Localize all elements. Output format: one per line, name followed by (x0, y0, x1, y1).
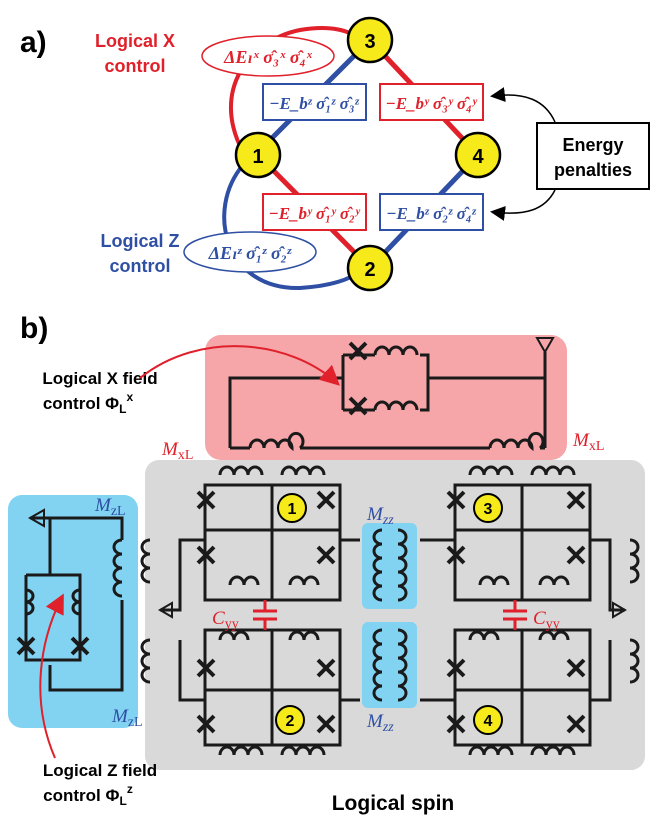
term-z: ΔEₗᶻ σ̂₁ᶻ σ̂₂ᶻ (208, 243, 292, 263)
svg-text:3: 3 (364, 31, 375, 53)
term-13: −E_bᶻ σ̂₁ᶻ σ̂₃ᶻ (269, 94, 360, 113)
cyy-left-label: Cyy (212, 608, 239, 632)
qubit-cell-1 (140, 465, 360, 619)
mxl-left: MxL (161, 439, 193, 463)
node-2: 2 (346, 244, 394, 292)
z-field-arrow (39, 593, 64, 759)
svg-text:2: 2 (286, 713, 295, 730)
term-24: −E_bᶻ σ̂₂ᶻ σ̂₄ᶻ (386, 204, 477, 223)
logical-x-field-2: control ΦLx (43, 390, 134, 416)
logical-x-field-1: Logical X field (42, 369, 157, 388)
b-node-2: 2 (275, 705, 305, 735)
term-x-ellipse (201, 35, 335, 77)
arrow-penalty-top (490, 87, 556, 123)
logical-z-field-2: control ΦLz (43, 782, 133, 808)
svg-text:1: 1 (252, 146, 263, 168)
energy-penalties-1: Energy (562, 135, 623, 155)
term-z-ellipse (183, 231, 317, 273)
arrow-penalty-bottom (490, 189, 556, 221)
qubit-cell-4 (420, 628, 640, 756)
term-box-13 (262, 83, 367, 121)
mzl-top: MzL (94, 495, 126, 519)
svg-text:1: 1 (288, 501, 297, 518)
logical-spin-region (145, 460, 645, 770)
mxl-right: MxL (572, 430, 604, 454)
x-field-arrow (139, 345, 340, 386)
term-12: −E_bʸ σ̂₁ʸ σ̂₂ʸ (268, 204, 361, 223)
z-control-loop (222, 163, 364, 291)
svg-text:4: 4 (484, 713, 493, 730)
logical-spin-label: Logical spin (332, 792, 455, 815)
node-4: 4 (454, 131, 502, 179)
logical-z-field-1: Logical Z field (43, 761, 157, 780)
b-node-3: 3 (473, 493, 503, 523)
svg-text:3: 3 (484, 501, 493, 518)
cyy-right-label: Cyy (533, 608, 560, 632)
x-control-region (205, 335, 567, 460)
mzz-top-region (362, 523, 417, 609)
svg-text:4: 4 (472, 146, 484, 168)
term-box-34 (379, 83, 484, 121)
logical-x-label-1: Logical X (95, 31, 175, 51)
mzz-coils (372, 528, 408, 702)
z-control-circuit (16, 508, 124, 692)
qubit-cell-2 (140, 628, 360, 756)
qubit-cell-3 (420, 465, 640, 619)
x-control-circuit (228, 337, 555, 452)
mzz-top: Mzz (366, 504, 394, 528)
term-x: ΔEₗˣ σ̂₃ˣ σ̂₄ˣ (223, 47, 313, 67)
energy-penalties-box (536, 122, 650, 190)
cyy-right (503, 600, 527, 630)
node-1: 1 (234, 131, 282, 179)
cyy-left (253, 600, 277, 630)
panel-a-label: a) (20, 26, 47, 59)
b-node-1: 1 (277, 493, 307, 523)
logical-x-label-2: control (105, 56, 166, 76)
logical-z-label-1: Logical Z (100, 231, 179, 251)
term-34: −E_bʸ σ̂₃ʸ σ̂₄ʸ (385, 94, 478, 113)
svg-text:2: 2 (364, 259, 375, 281)
term-box-24 (379, 193, 484, 231)
node-3: 3 (346, 16, 394, 64)
energy-penalties-2: penalties (554, 160, 632, 180)
mzz-bottom-region (362, 622, 417, 708)
logical-z-label-2: control (110, 256, 171, 276)
mzz-bottom: Mzz (366, 711, 394, 735)
panel-b-label: b) (20, 312, 48, 345)
term-box-12 (262, 193, 367, 231)
x-control-loop (229, 26, 362, 153)
mzl-bottom: MzL (111, 706, 143, 730)
b-node-4: 4 (473, 705, 503, 735)
